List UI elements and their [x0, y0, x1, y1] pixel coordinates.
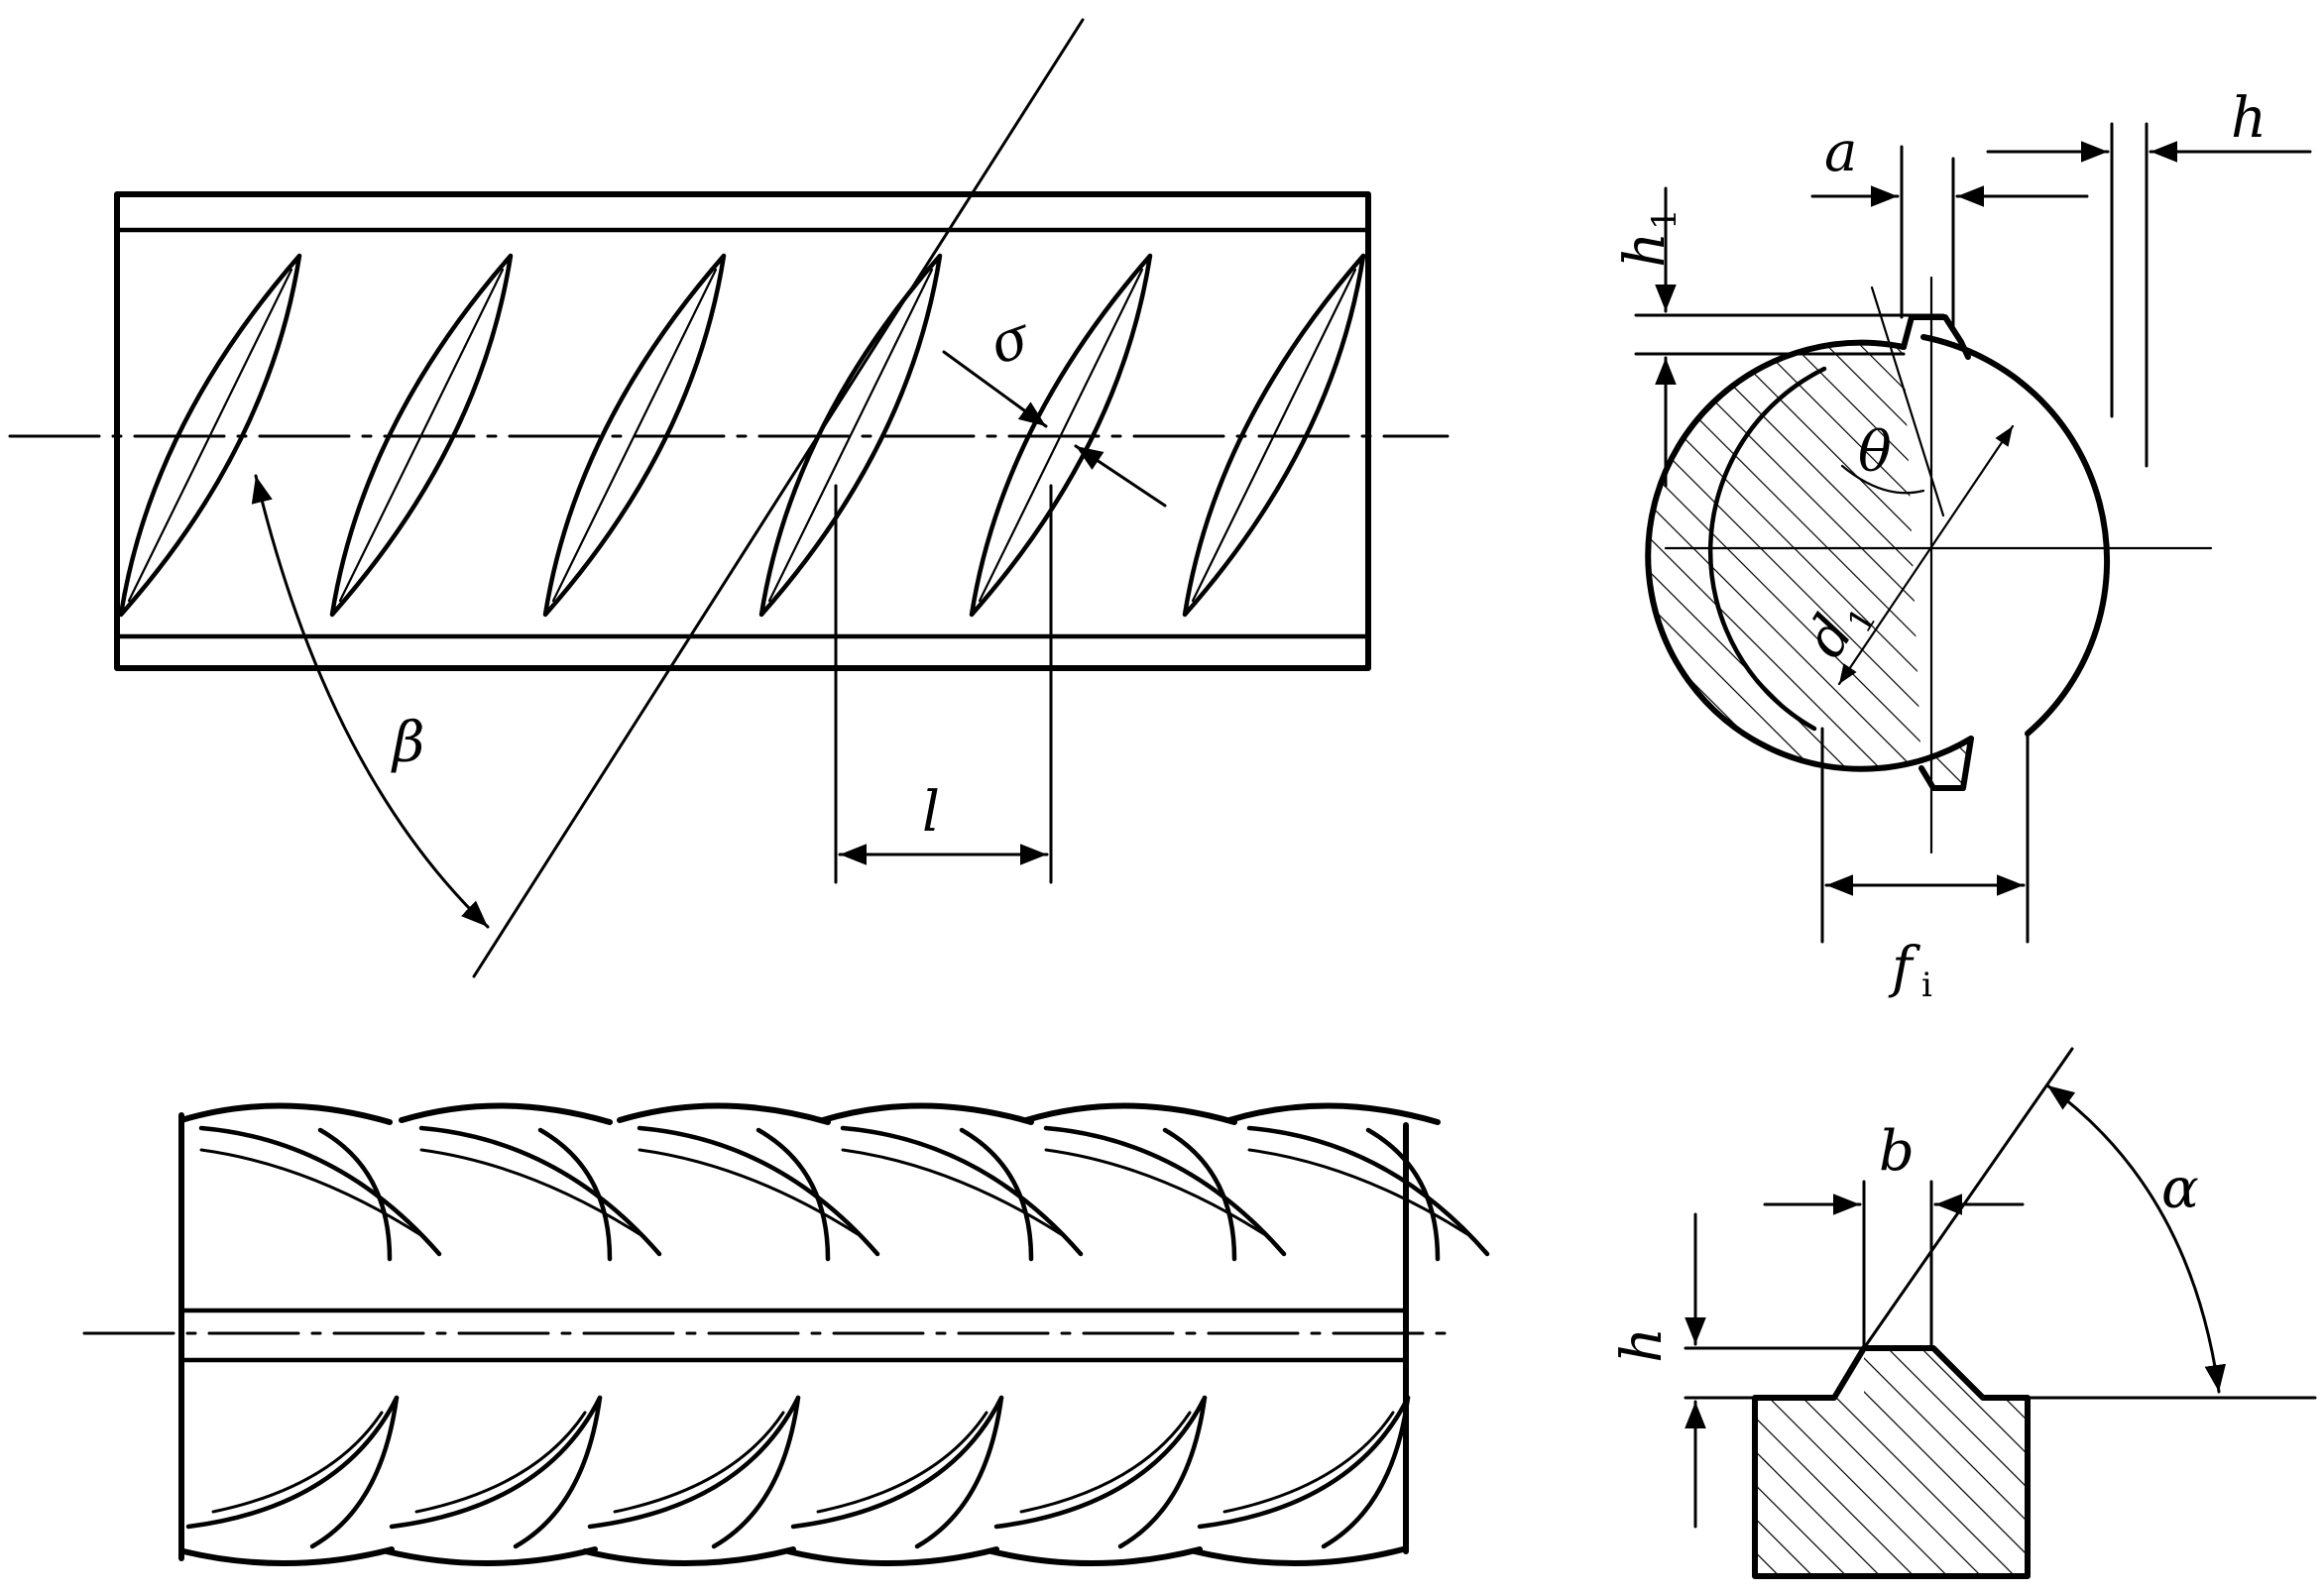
crescent-bottom-edge — [785, 1546, 999, 1567]
section-outline — [1645, 339, 1974, 772]
crescent-rib-inner — [1247, 1148, 1469, 1236]
l-label: l — [922, 780, 940, 845]
crescent-rib-curve — [198, 1125, 442, 1257]
rib-profile-detail: h b α — [1610, 1047, 2317, 1579]
beta-label: β — [391, 711, 424, 775]
crescent-bottom-edge — [384, 1546, 598, 1567]
crescent-rib-tip — [309, 1395, 400, 1549]
crescent-rib-curve — [1043, 1125, 1287, 1257]
crescent-rib-inner — [816, 1411, 988, 1514]
alpha-label: α — [2161, 1157, 2199, 1221]
oblique-rib-inner-line — [127, 268, 293, 603]
crescent-ribs-lower — [180, 1395, 1411, 1567]
crescent-rib-inner — [414, 1411, 587, 1514]
oblique-rib-inner-line — [551, 268, 718, 603]
crescent-bottom-edge — [180, 1546, 395, 1567]
fi-subscript: i — [1921, 966, 1932, 1005]
section-outline-right — [1920, 334, 2111, 737]
crescent-rib-curve — [840, 1125, 1084, 1257]
crescent-rib-tip — [537, 1127, 613, 1262]
crescent-bottom-edge — [1192, 1546, 1406, 1567]
oblique-rib-inner-line — [1191, 268, 1357, 603]
crescent-rib-inner — [1019, 1411, 1192, 1514]
flank-reference-line — [1862, 1047, 2074, 1350]
section-inner-line — [1707, 366, 1827, 732]
beta-angle-arc — [251, 474, 490, 929]
crescent-rib-tip — [317, 1127, 393, 1262]
oblique-rib — [118, 253, 302, 618]
crescent-rib-curve — [1246, 1125, 1490, 1257]
b-label: b — [1879, 1119, 1915, 1184]
alpha-angle-arc — [2045, 1083, 2227, 1394]
crescent-rib-tip — [959, 1127, 1034, 1262]
crescent-top-edge — [178, 1102, 393, 1125]
oblique-rib — [758, 253, 943, 618]
bottom-rib — [1918, 736, 1974, 791]
crescent-bottom-edge — [582, 1546, 796, 1567]
crescent-rib-tip — [1321, 1395, 1411, 1549]
d1-dimension-line — [1837, 424, 2015, 686]
oblique-rib — [542, 253, 727, 618]
top-rib — [1901, 314, 1971, 360]
crescent-rib-tip — [755, 1127, 831, 1262]
crescent-top-edge — [617, 1102, 831, 1125]
crescent-rib-inner — [211, 1411, 384, 1514]
crescent-top-edge — [1023, 1102, 1237, 1125]
profile-hatch — [1755, 1348, 2028, 1576]
crescent-rib-inner — [841, 1148, 1063, 1236]
side-view-bottom — [82, 1102, 1490, 1567]
cross-section: θ d 1 a h h 1 f i — [1613, 86, 2312, 1005]
section-hatch — [1648, 342, 1971, 788]
oblique-rib — [1182, 253, 1366, 618]
crescent-ribs-upper — [178, 1102, 1490, 1262]
crescent-rib-inner — [419, 1148, 641, 1236]
crescent-bottom-edge — [988, 1546, 1203, 1567]
crescent-rib-curve — [185, 1395, 400, 1530]
h1-label: h — [1613, 232, 1678, 268]
crescent-rib-tip — [914, 1395, 1004, 1549]
side-view-top: β σ l — [8, 18, 1450, 978]
sigma-arrow-2 — [1074, 444, 1167, 508]
h1-subscript: 1 — [1645, 208, 1685, 230]
crescent-rib-curve — [418, 1125, 662, 1257]
sigma-arrow-1 — [942, 350, 1048, 428]
oblique-rib-inner-line — [978, 268, 1144, 603]
crescent-rib-inner — [1222, 1411, 1395, 1514]
crescent-rib-tip — [1117, 1395, 1208, 1549]
crescent-top-edge — [399, 1102, 613, 1125]
crescent-rib-curve — [1197, 1395, 1411, 1530]
crescent-top-edge — [820, 1102, 1034, 1125]
crescent-rib-tip — [1365, 1127, 1441, 1262]
crescent-rib-tip — [513, 1395, 603, 1549]
crescent-rib-inner — [613, 1411, 785, 1514]
crescent-rib-inner — [1044, 1148, 1266, 1236]
oblique-rib-inner-line — [767, 268, 934, 603]
fi-label: f — [1888, 936, 1921, 1000]
h-top-label: h — [2231, 86, 2266, 151]
rib-angle-reference-line — [472, 18, 1085, 978]
profile-outline — [1752, 1345, 2031, 1579]
crescent-rib-curve — [993, 1395, 1208, 1530]
crescent-rib-tip — [711, 1395, 801, 1549]
crescent-rib-curve — [389, 1395, 603, 1530]
crescent-top-edge — [1226, 1102, 1441, 1125]
crescent-rib-curve — [587, 1395, 801, 1530]
crescent-rib-curve — [790, 1395, 1004, 1530]
crescent-rib-tip — [1162, 1127, 1237, 1262]
crescent-rib-inner — [199, 1148, 421, 1236]
theta-label: θ — [1858, 420, 1892, 485]
a-label: a — [1824, 120, 1857, 184]
sigma-label: σ — [982, 303, 1041, 378]
h-bottom-label: h — [1610, 1327, 1675, 1363]
crescent-rib-inner — [638, 1148, 860, 1236]
oblique-rib — [969, 253, 1153, 618]
bar-outline — [114, 191, 1371, 671]
crescent-rib-curve — [637, 1125, 880, 1257]
